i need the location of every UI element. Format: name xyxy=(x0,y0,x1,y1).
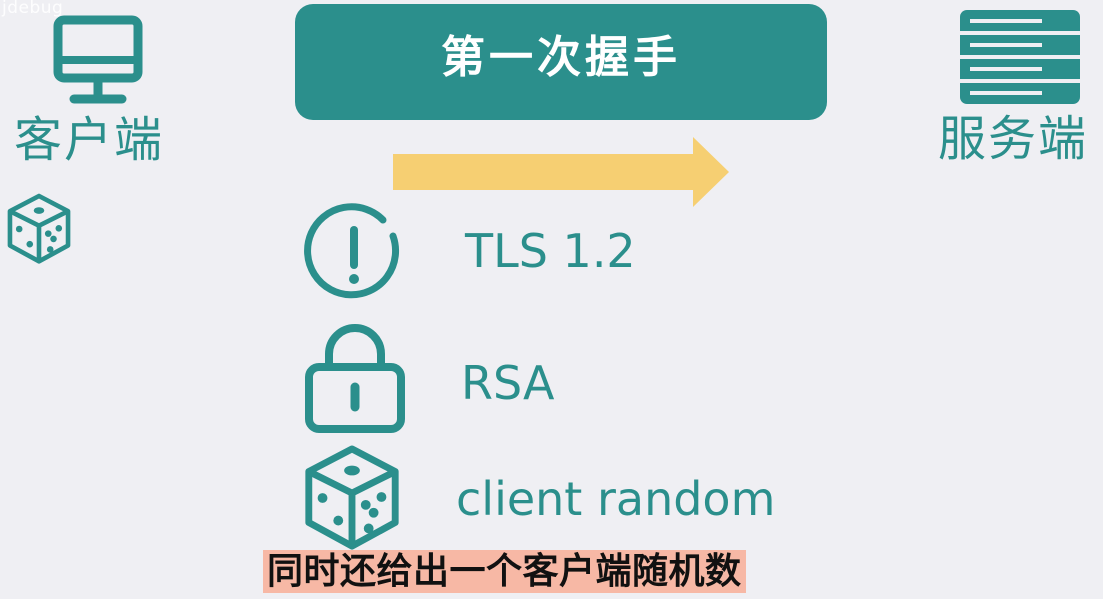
server-rack-icon xyxy=(960,10,1080,104)
server-label: 服务端 xyxy=(938,111,1089,167)
watermark: jdebug xyxy=(2,0,64,18)
subtitle-caption: 同时还给出一个客户端随机数 xyxy=(263,550,746,593)
arrow-right-icon xyxy=(393,137,729,207)
tls-version-label: TLS 1.2 xyxy=(465,224,636,278)
client-random-label: client random xyxy=(456,472,776,526)
cipher-label: RSA xyxy=(461,356,555,410)
handshake-banner: 第一次握手 xyxy=(295,4,827,120)
banner-title: 第一次握手 xyxy=(441,32,681,83)
monitor-icon xyxy=(53,15,143,104)
dice-icon xyxy=(305,445,399,550)
client-label: 客户端 xyxy=(14,112,165,168)
lock-icon xyxy=(305,324,405,433)
dice-icon xyxy=(7,193,71,264)
alert-circle-icon xyxy=(304,203,400,299)
